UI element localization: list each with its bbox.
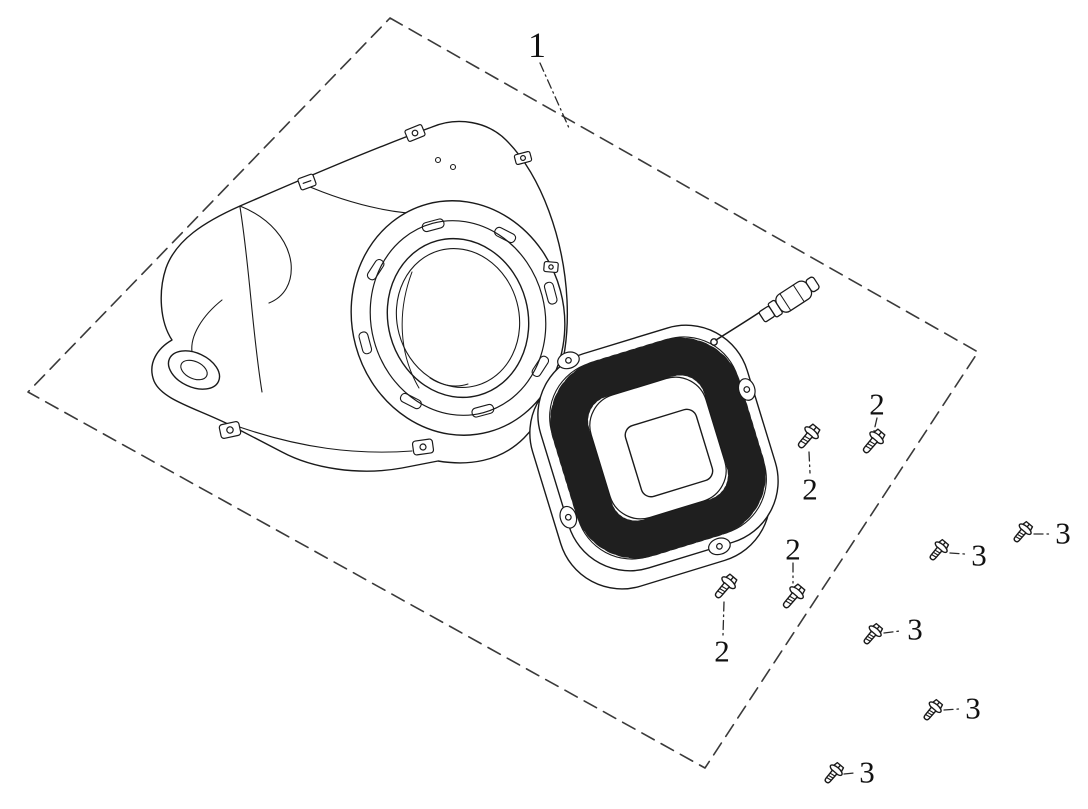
assembly-boundary-dashed [27,17,979,769]
starter-center-opening [624,408,714,498]
fan-cover-ring [350,200,566,436]
callout-part-3: 3 [1055,515,1071,551]
callout-part-2: 2 [785,531,801,567]
bolt-type2-icon [777,581,809,613]
callout-part-3: 3 [965,690,981,726]
bolt-type2-icon [709,571,741,603]
callout-part-3: 3 [859,754,875,790]
callout-part-3: 3 [907,611,923,647]
callout-part-1: 1 [528,25,546,65]
starter-handle [710,276,820,346]
fan-cover-duct-opening [167,350,221,390]
callout-part-2: 2 [869,386,885,422]
fan-cover-ring-slots [358,218,558,418]
starter-vent-slats [550,337,766,559]
fan-opening [386,237,530,399]
bolt-type2-icon [792,421,824,453]
bolt-type3-icon [858,620,886,649]
bolt-type3-icon [819,759,847,788]
fan-cover-tabs [218,124,559,456]
starter-mount-ears [557,351,756,556]
callout-part-2: 2 [802,471,818,507]
bolt-type3-icon [924,536,952,565]
callout-part-3: 3 [971,537,987,573]
bolt-type3-icon [918,696,946,725]
bolt-type3-icon [1008,518,1036,547]
callout-part-2: 2 [714,633,730,669]
fan-cover [151,120,569,472]
callout-leader-lines [539,62,1050,775]
recoil-starter [529,276,820,590]
bolt-type2-icon [857,426,889,458]
